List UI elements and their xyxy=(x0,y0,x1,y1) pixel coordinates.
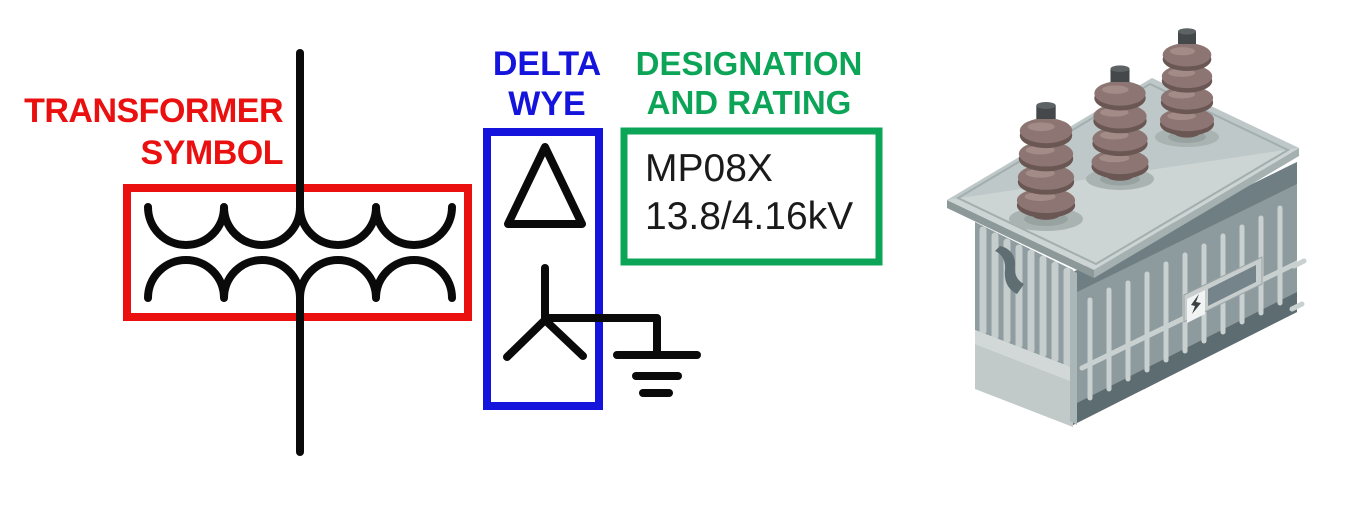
transformer-symbol-label-line2: SYMBOL xyxy=(140,134,284,172)
delta-wye-box xyxy=(483,128,603,410)
rating-text: MP08X 13.8/4.16kV xyxy=(645,145,853,241)
transformer-body-side xyxy=(975,222,1077,427)
delta-wye-label-line2: WYE xyxy=(508,85,586,123)
front-corner-edge xyxy=(1070,269,1077,425)
ground-icon xyxy=(613,351,701,397)
designation-rating-box xyxy=(620,127,883,266)
delta-icon xyxy=(504,143,586,228)
radiator-fins-side xyxy=(979,226,1071,368)
transformer-symbol-label-line1: TRANSFORMER xyxy=(24,92,283,130)
designation-rating-label-line2: AND RATING xyxy=(646,84,852,121)
lightning-bolt-icon xyxy=(1191,294,1201,314)
designation-rating-label-line1: DESIGNATION xyxy=(635,45,863,82)
base-top xyxy=(975,330,1073,382)
nameplate xyxy=(1183,256,1263,323)
base-side xyxy=(975,344,1073,427)
bushing-icon xyxy=(1091,65,1149,181)
transformer-illustration xyxy=(947,28,1307,427)
primary-winding-icon xyxy=(144,203,456,249)
neutral-ground-lead xyxy=(541,314,661,357)
wye-icon xyxy=(503,264,587,361)
designation-value: MP08X xyxy=(645,147,773,190)
transformer-symbol-label: TRANSFORMER SYMBOL xyxy=(20,90,283,174)
bushing-icon xyxy=(1016,102,1076,220)
lifting-lug xyxy=(995,246,1024,294)
designation-rating-label: DESIGNATION AND RATING xyxy=(626,44,872,122)
transformer-schematic xyxy=(144,49,701,456)
delta-wye-label-line1: DELTA xyxy=(492,45,602,83)
bushing-icon xyxy=(1160,28,1214,138)
voltage-rating-value: 13.8/4.16kV xyxy=(645,195,854,238)
delta-wye-label: DELTA WYE xyxy=(485,44,609,124)
